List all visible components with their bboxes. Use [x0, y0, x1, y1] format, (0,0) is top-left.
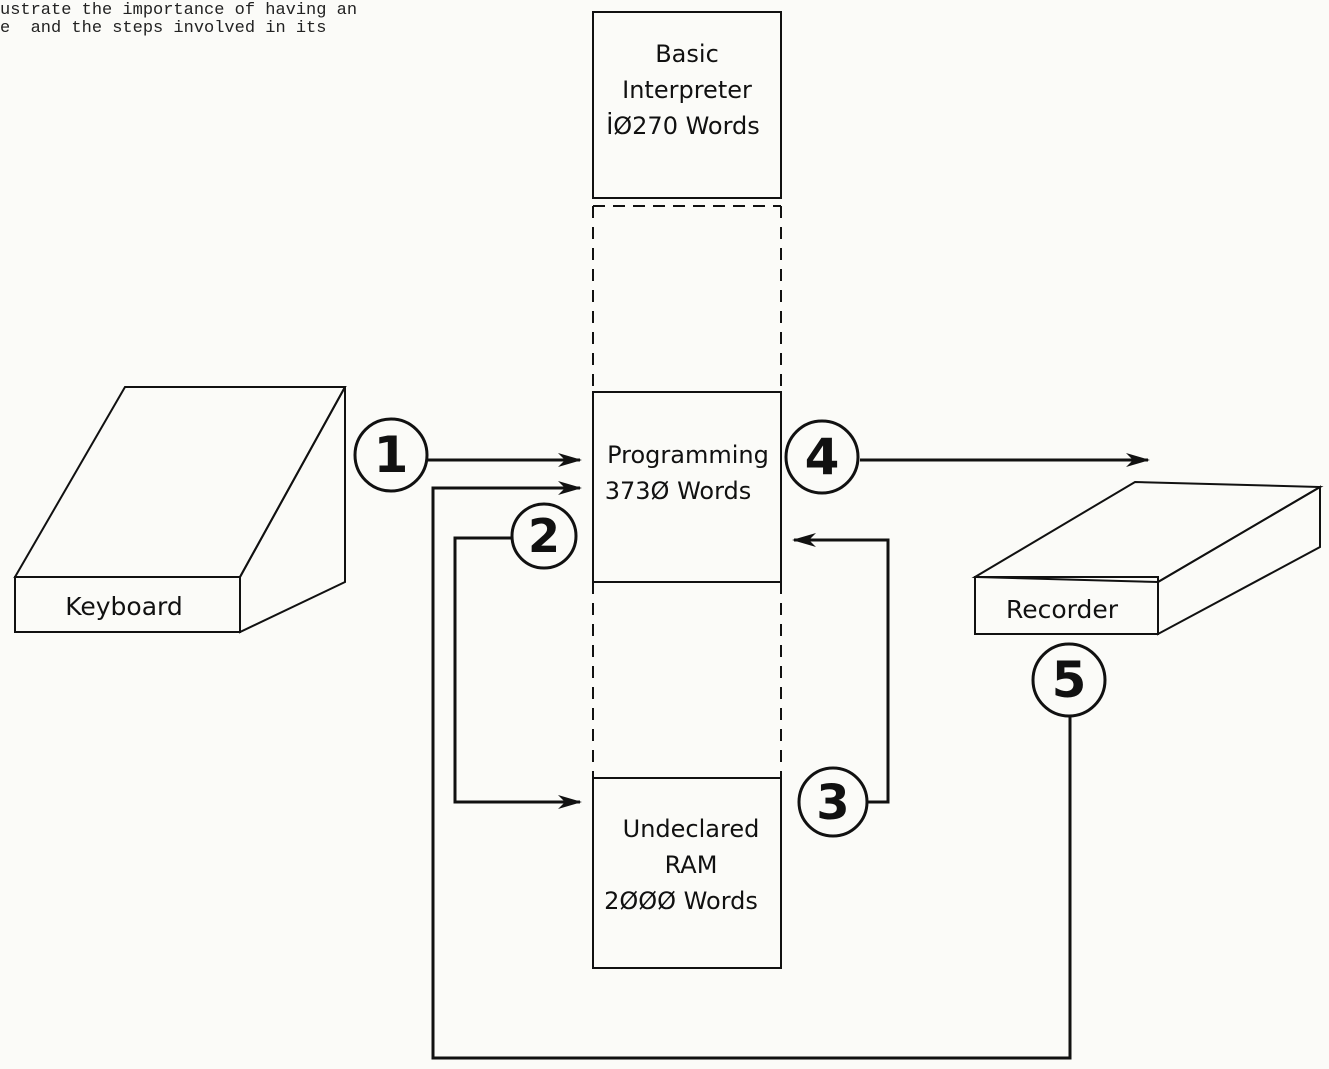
step-number-3: 3 [816, 775, 849, 831]
step-marker-3: 3 [799, 768, 867, 836]
interpreter-label-line-1: Basic [655, 40, 719, 68]
ram-size-label: 2ØØØ Words [604, 887, 758, 915]
step-marker-4: 4 [786, 421, 858, 493]
caption-line-1: ustrate the importance of having an [0, 2, 357, 20]
programming-size-label: 373Ø Words [605, 477, 752, 505]
keyboard-top-face [15, 387, 345, 577]
arrow-2 [455, 538, 580, 802]
step-number-5: 5 [1052, 651, 1087, 709]
ram-label-line-1: Undeclared [623, 815, 760, 843]
caption-line-2: e and the steps involved in its [0, 20, 357, 38]
keyboard-label: Keyboard [65, 592, 183, 621]
recorder-top-face [975, 482, 1320, 582]
step-marker-2: 2 [512, 504, 576, 568]
step-number-2: 2 [528, 509, 560, 563]
recorder-side-face [1158, 487, 1320, 634]
step-marker-1: 1 [355, 419, 427, 491]
interpreter-label-line-2: Interpreter [622, 76, 752, 104]
arrow-3 [794, 540, 888, 802]
keyboard-side-face [240, 387, 345, 632]
ram-label-line-2: RAM [665, 851, 718, 879]
step-number-4: 4 [805, 428, 840, 486]
step-marker-5: 5 [1033, 644, 1105, 716]
programming-label: Programming [607, 441, 769, 469]
interpreter-size-label: İØ270 Words [606, 111, 760, 140]
step-number-1: 1 [374, 426, 409, 484]
recorder-label: Recorder [1006, 595, 1119, 624]
arrow-5-loop [433, 488, 1070, 1058]
